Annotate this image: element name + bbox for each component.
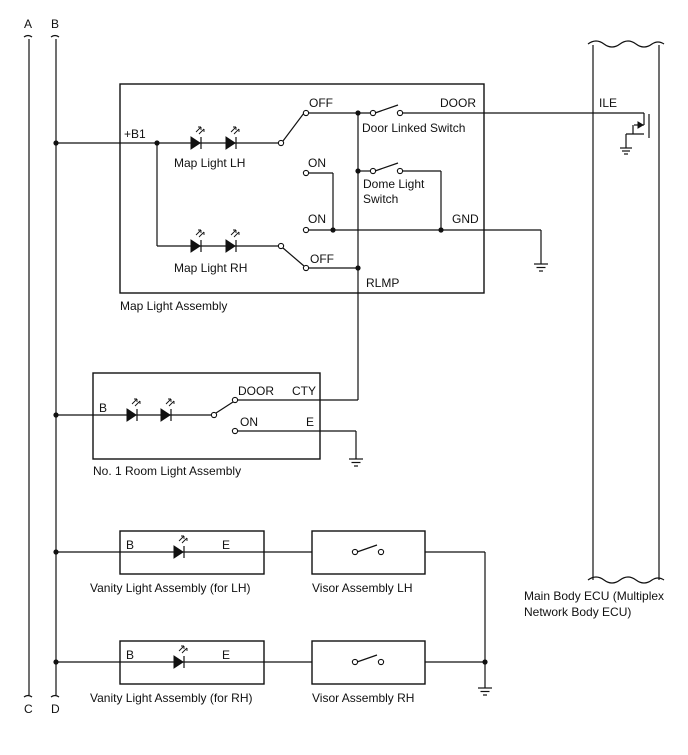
map-light-rh-switch-blade — [282, 247, 305, 267]
map-light-assembly-box — [119, 83, 485, 294]
visor-assembly-lh: Visor Assembly LH — [311, 530, 486, 688]
room-light-switch-blade — [215, 401, 234, 414]
visor-rh-box — [311, 640, 426, 685]
ecu-title-line1: Main Body ECU (Multiplex — [524, 589, 664, 603]
vanity-rh-b-label: B — [126, 648, 134, 662]
off-top-label: OFF — [309, 96, 333, 110]
visor-assembly-rh: Visor Assembly RH — [311, 640, 492, 705]
rail-c-label: C — [24, 702, 33, 716]
room-light-assembly-title: No. 1 Room Light Assembly — [93, 464, 241, 478]
dome-switch-label: Switch — [363, 192, 398, 206]
room-light-led-2 — [160, 398, 175, 422]
vanity-rh-e-label: E — [222, 648, 230, 662]
visor-rh-title: Visor Assembly RH — [312, 691, 414, 705]
main-body-ecu: ILE Main Body ECU (Multiplex Network Bod… — [524, 40, 665, 619]
map-light-lh-switch-blade — [282, 112, 305, 142]
map-light-lh-led-1 — [190, 126, 205, 150]
map-light-lh-label: Map Light LH — [174, 156, 245, 170]
ecu-title-line2: Network Body ECU) — [524, 605, 631, 619]
door-linked-switch-label: Door Linked Switch — [362, 121, 465, 135]
room-light-cty-label: CTY — [292, 384, 316, 398]
rlmp-terminal-label: RLMP — [366, 276, 399, 290]
gnd-terminal-label: GND — [452, 212, 479, 226]
door-terminal-label: DOOR — [440, 96, 476, 110]
room-light-e-label: E — [306, 415, 314, 429]
vanity-rh-title: Vanity Light Assembly (for RH) — [90, 691, 253, 705]
vanity-rh-led — [173, 645, 188, 669]
ile-terminal-label: ILE — [599, 96, 617, 110]
b1-terminal-label: +B1 — [124, 127, 146, 141]
map-light-rh-led-1 — [190, 229, 205, 253]
dome-light-switch-blade — [374, 162, 399, 172]
visor-lh-title: Visor Assembly LH — [312, 581, 412, 595]
vanity-lh-e-label: E — [222, 538, 230, 552]
vanity-lh-b-label: B — [126, 538, 134, 552]
visor-lh-box — [311, 530, 426, 575]
map-light-assembly: Map Light Assembly +B1 Map Light LH OFF … — [53, 83, 644, 400]
on-lower-label: ON — [308, 212, 326, 226]
map-light-rh-label: Map Light RH — [174, 261, 247, 275]
map-light-rh-led-2 — [225, 229, 240, 253]
room-light-led-1 — [126, 398, 141, 422]
ecu-transistor-symbol — [620, 113, 650, 155]
room-light-assembly: No. 1 Room Light Assembly B DOOR CTY ON … — [53, 372, 363, 478]
vanity-light-lh: Vanity Light Assembly (for LH) B E — [53, 530, 312, 595]
map-light-lh-led-2 — [225, 126, 240, 150]
dome-light-label: Dome Light — [363, 177, 425, 191]
rail-a-label: A — [24, 17, 32, 31]
power-rails: A B C D — [23, 17, 60, 716]
visor-lh-switch-blade — [356, 544, 378, 553]
room-light-assembly-box — [92, 372, 321, 460]
on-upper-label: ON — [308, 156, 326, 170]
rail-d-label: D — [51, 702, 60, 716]
ground-symbol-visor — [478, 687, 492, 696]
ground-symbol-map — [534, 263, 548, 272]
rail-b-label: B — [51, 17, 59, 31]
vanity-light-rh: Vanity Light Assembly (for RH) B E — [53, 640, 312, 705]
visor-rh-switch-blade — [356, 654, 378, 663]
door-linked-switch-blade — [374, 104, 399, 114]
vanity-lh-title: Vanity Light Assembly (for LH) — [90, 581, 251, 595]
vanity-lh-led — [173, 535, 188, 559]
map-light-assembly-title: Map Light Assembly — [120, 299, 227, 313]
room-light-door-label: DOOR — [238, 384, 274, 398]
off-bottom-label: OFF — [310, 252, 334, 266]
ground-symbol-room — [349, 458, 363, 467]
room-light-on-label: ON — [240, 415, 258, 429]
room-light-b-label: B — [99, 401, 107, 415]
